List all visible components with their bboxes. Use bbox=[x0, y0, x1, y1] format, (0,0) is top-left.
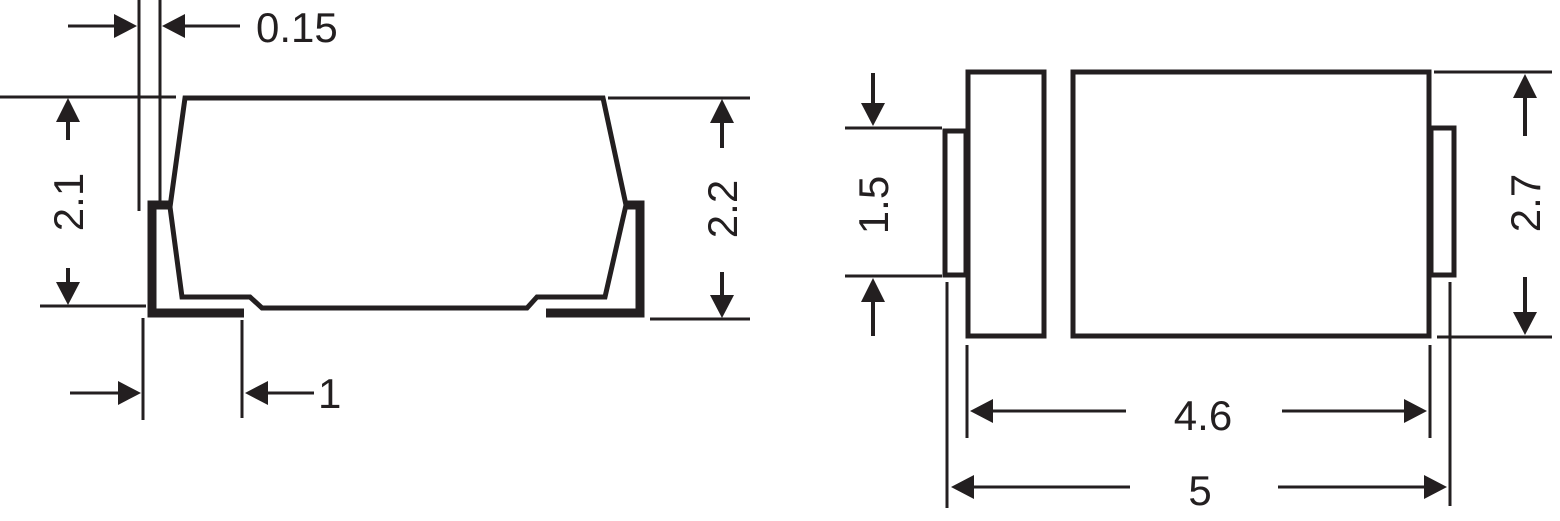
arrow-down-icon bbox=[1513, 312, 1537, 335]
top-view: 1.5 2.7 4.6 5 bbox=[845, 69, 1552, 514]
arrow-left-icon bbox=[245, 381, 268, 405]
arrow-down-icon bbox=[861, 103, 885, 126]
arrow-down-icon bbox=[56, 282, 80, 305]
arrow-up-icon bbox=[861, 278, 885, 302]
arrow-right-icon bbox=[1404, 399, 1427, 423]
dim-body-length-label: 4.6 bbox=[1174, 392, 1232, 439]
top-right-lead bbox=[1428, 125, 1457, 278]
arrow-right-icon bbox=[118, 381, 141, 405]
arrow-up-icon bbox=[710, 99, 734, 123]
side-body-outline bbox=[167, 95, 629, 311]
arrow-up-icon bbox=[1513, 74, 1537, 98]
dim-lead-width-label: 1.5 bbox=[850, 176, 897, 234]
dim-lead-thickness-label: 0.15 bbox=[256, 4, 338, 51]
side-right-lead bbox=[546, 200, 645, 318]
top-body bbox=[1070, 69, 1432, 339]
dim-total-length-label: 5 bbox=[1188, 467, 1211, 514]
dim-body-width-label: 2.7 bbox=[1502, 174, 1549, 232]
top-left-lead bbox=[942, 128, 969, 278]
dim-total-height-label: 2.2 bbox=[699, 180, 746, 238]
arrow-left-icon bbox=[970, 399, 993, 423]
top-cathode-band bbox=[965, 69, 1047, 339]
dim-body-height-label: 2.1 bbox=[45, 173, 92, 231]
arrow-left-icon bbox=[162, 14, 185, 38]
side-view: 0.15 2.1 2.2 1 bbox=[0, 0, 750, 420]
dim-lead-length-label: 1 bbox=[318, 370, 341, 417]
arrow-left-icon bbox=[951, 475, 974, 499]
arrow-down-icon bbox=[710, 295, 734, 318]
arrow-up-icon bbox=[56, 98, 80, 122]
arrow-right-icon bbox=[114, 14, 137, 38]
arrow-right-icon bbox=[1424, 475, 1447, 499]
